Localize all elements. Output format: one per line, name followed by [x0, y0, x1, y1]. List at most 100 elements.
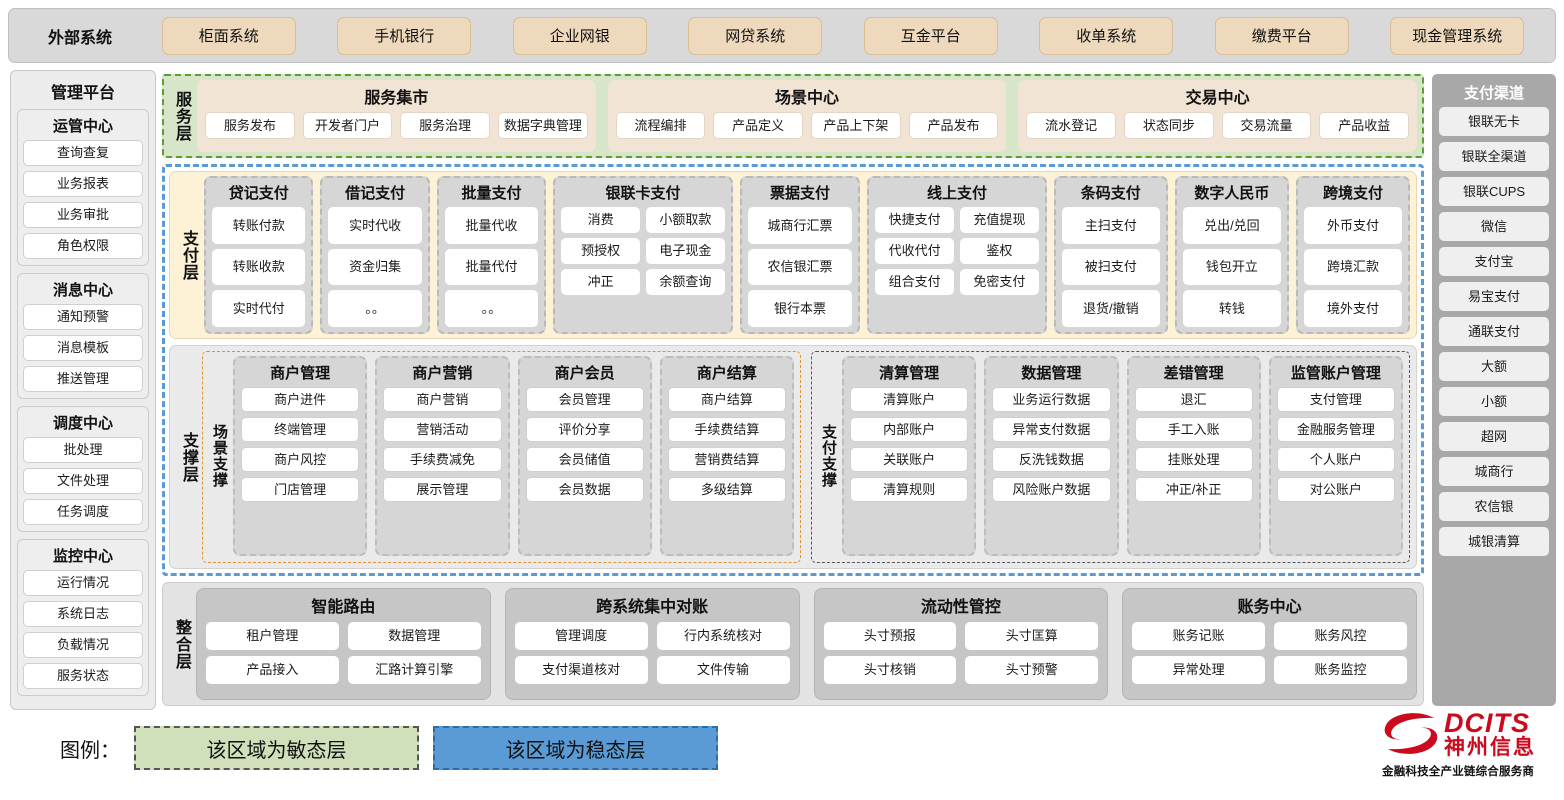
external-system-item[interactable]: 互金平台: [863, 16, 998, 55]
service-item[interactable]: 流程编排: [615, 112, 706, 139]
support-item[interactable]: 支付管理: [1276, 387, 1395, 412]
integration-item[interactable]: 头寸预警: [965, 656, 1099, 684]
support-item[interactable]: 手续费减免: [383, 447, 502, 472]
payment-item[interactable]: 农信银汇票: [747, 248, 853, 286]
payment-item[interactable]: 退货/撤销: [1061, 290, 1160, 328]
management-item[interactable]: 消息模板: [23, 335, 143, 361]
integration-item[interactable]: 汇路计算引擎: [347, 656, 481, 684]
support-item[interactable]: 展示管理: [383, 477, 502, 502]
channel-item[interactable]: 银联CUPS: [1439, 177, 1549, 206]
payment-item[interactable]: 主扫支付: [1061, 207, 1160, 244]
payment-item[interactable]: 鉴权: [960, 238, 1039, 264]
support-item[interactable]: 营销费结算: [667, 447, 786, 472]
integration-item[interactable]: 行内系统核对: [656, 622, 790, 650]
payment-item[interactable]: 转钱: [1182, 290, 1281, 328]
payment-item[interactable]: 境外支付: [1303, 290, 1402, 328]
support-item[interactable]: 风险账户数据: [992, 477, 1111, 502]
service-item[interactable]: 状态同步: [1124, 112, 1214, 139]
channel-item[interactable]: 城银清算: [1439, 527, 1549, 556]
channel-item[interactable]: 易宝支付: [1439, 282, 1549, 311]
integration-item[interactable]: 头寸预报: [823, 622, 957, 650]
channel-item[interactable]: 超网: [1439, 422, 1549, 451]
integration-item[interactable]: 支付渠道核对: [514, 656, 648, 684]
service-item[interactable]: 流水登记: [1026, 112, 1117, 139]
support-item[interactable]: 门店管理: [241, 477, 360, 502]
external-system-item[interactable]: 现金管理系统: [1390, 16, 1525, 55]
payment-item[interactable]: 。。: [444, 290, 539, 328]
payment-item[interactable]: 免密支付: [960, 269, 1039, 295]
support-item[interactable]: 挂账处理: [1134, 447, 1253, 472]
support-item[interactable]: 个人账户: [1276, 447, 1395, 472]
channel-item[interactable]: 通联支付: [1439, 317, 1549, 346]
external-system-item[interactable]: 企业网银: [512, 16, 647, 55]
payment-item[interactable]: 批量代付: [444, 248, 539, 286]
integration-item[interactable]: 产品接入: [206, 656, 339, 684]
support-item[interactable]: 异常支付数据: [992, 417, 1111, 442]
support-item[interactable]: 金融服务管理: [1276, 417, 1395, 442]
integration-item[interactable]: 异常处理: [1132, 656, 1266, 684]
payment-item[interactable]: 实时代收: [328, 207, 422, 244]
service-item[interactable]: 服务发布: [205, 112, 295, 139]
channel-item[interactable]: 银联无卡: [1439, 107, 1549, 136]
support-item[interactable]: 反洗钱数据: [992, 447, 1111, 472]
external-system-item[interactable]: 缴费平台: [1214, 16, 1349, 55]
support-item[interactable]: 会员数据: [525, 477, 644, 502]
service-item[interactable]: 数据字典管理: [498, 112, 588, 139]
external-system-item[interactable]: 网贷系统: [688, 16, 823, 55]
integration-item[interactable]: 账务监控: [1274, 656, 1407, 684]
support-item[interactable]: 退汇: [1134, 387, 1253, 412]
service-item[interactable]: 开发者门户: [302, 112, 393, 139]
external-system-item[interactable]: 柜面系统: [161, 16, 296, 55]
payment-item[interactable]: 批量代收: [444, 207, 539, 244]
channel-item[interactable]: 农信银: [1439, 492, 1549, 521]
integration-item[interactable]: 文件传输: [656, 656, 790, 684]
integration-item[interactable]: 账务记账: [1132, 622, 1266, 650]
service-item[interactable]: 产品发布: [908, 112, 999, 139]
payment-item[interactable]: 快捷支付: [875, 207, 955, 233]
external-system-item[interactable]: 手机银行: [337, 16, 472, 55]
support-item[interactable]: 会员管理: [525, 387, 644, 412]
service-item[interactable]: 交易流量: [1221, 112, 1312, 139]
support-item[interactable]: 清算账户: [850, 387, 969, 412]
payment-item[interactable]: 资金归集: [328, 248, 422, 286]
support-item[interactable]: 清算规则: [850, 477, 969, 502]
support-item[interactable]: 手工入账: [1134, 417, 1253, 442]
management-item[interactable]: 查询查复: [23, 140, 143, 166]
payment-item[interactable]: 银行本票: [747, 290, 853, 328]
service-item[interactable]: 产品定义: [713, 112, 804, 139]
payment-item[interactable]: 组合支付: [875, 269, 955, 295]
management-item[interactable]: 服务状态: [23, 663, 143, 689]
payment-item[interactable]: 钱包开立: [1182, 248, 1281, 286]
management-item[interactable]: 系统日志: [23, 601, 143, 627]
integration-item[interactable]: 账务风控: [1274, 622, 1407, 650]
payment-item[interactable]: 转账收款: [212, 248, 306, 286]
support-item[interactable]: 商户营销: [383, 387, 502, 412]
channel-item[interactable]: 城商行: [1439, 457, 1549, 486]
management-item[interactable]: 推送管理: [23, 366, 143, 392]
support-item[interactable]: 会员储值: [525, 447, 644, 472]
support-item[interactable]: 商户风控: [241, 447, 360, 472]
service-item[interactable]: 产品收益: [1319, 112, 1410, 139]
payment-item[interactable]: 消费: [561, 207, 640, 233]
service-item[interactable]: 产品上下架: [811, 112, 901, 139]
management-item[interactable]: 运行情况: [23, 570, 143, 596]
management-item[interactable]: 业务报表: [23, 171, 143, 197]
payment-item[interactable]: 兑出/兑回: [1182, 207, 1281, 244]
integration-item[interactable]: 头寸核销: [823, 656, 957, 684]
payment-item[interactable]: 城商行汇票: [747, 207, 853, 244]
external-system-item[interactable]: 收单系统: [1039, 16, 1174, 55]
management-item[interactable]: 批处理: [23, 437, 143, 463]
support-item[interactable]: 手续费结算: [667, 417, 786, 442]
support-item[interactable]: 业务运行数据: [992, 387, 1111, 412]
payment-item[interactable]: 预授权: [561, 238, 640, 264]
integration-item[interactable]: 头寸匡算: [965, 622, 1099, 650]
payment-item[interactable]: 跨境汇款: [1303, 248, 1402, 286]
support-item[interactable]: 商户进件: [241, 387, 360, 412]
payment-item[interactable]: 小额取款: [645, 207, 725, 233]
management-item[interactable]: 任务调度: [23, 499, 143, 525]
service-item[interactable]: 服务治理: [400, 112, 491, 139]
channel-item[interactable]: 小额: [1439, 387, 1549, 416]
integration-item[interactable]: 管理调度: [514, 622, 648, 650]
support-item[interactable]: 多级结算: [667, 477, 786, 502]
management-item[interactable]: 业务审批: [23, 202, 143, 228]
